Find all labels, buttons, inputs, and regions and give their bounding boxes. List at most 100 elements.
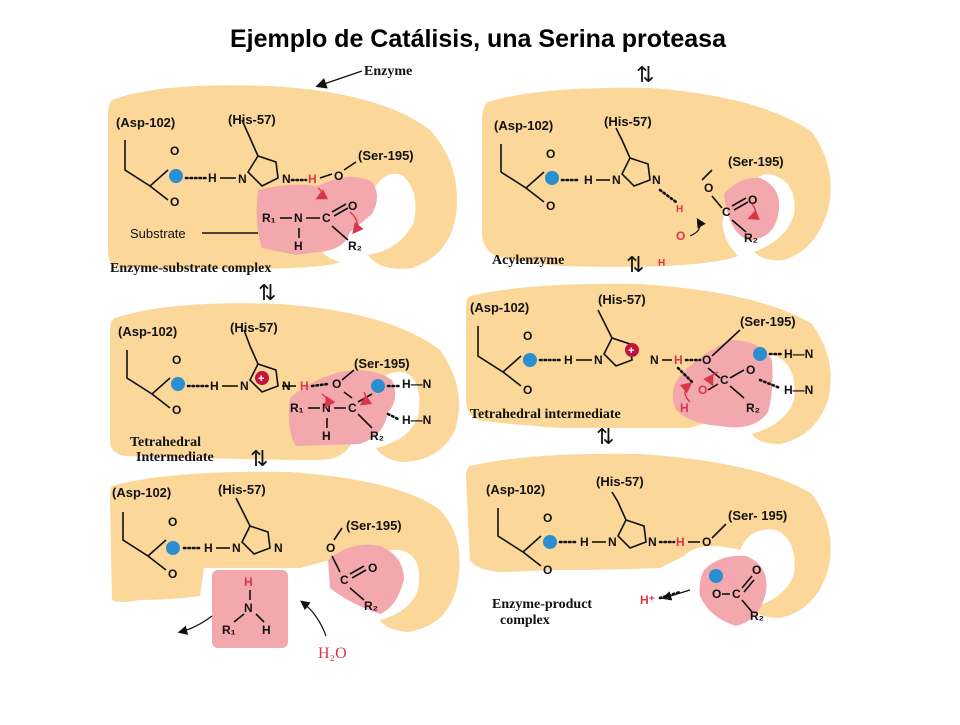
atom-o: O xyxy=(746,363,755,377)
atom-h: H xyxy=(308,172,317,186)
atom-n: N xyxy=(612,173,621,187)
atom-c: C xyxy=(722,205,731,219)
enzyme-label: Enzyme xyxy=(364,64,412,79)
atom-h: H xyxy=(564,353,573,367)
atom-c: C xyxy=(348,401,357,415)
negative-charge-icon xyxy=(709,569,723,583)
hn-group: H—N xyxy=(402,413,431,427)
atom-r1: R₁ xyxy=(290,401,304,415)
tetrahedral-label-1b: Intermediate xyxy=(136,450,214,465)
atom-n: N xyxy=(652,173,661,187)
ser-label: (Ser-195) xyxy=(354,356,410,371)
panel-tetrahedral-1: (Asp-102) (His-57) (Ser-195) O O H N + N… xyxy=(110,303,460,465)
atom-o: O xyxy=(172,403,181,417)
atom-h: H xyxy=(676,535,685,549)
atom-h: H xyxy=(658,258,665,269)
atom-o: O xyxy=(712,587,721,601)
ser-label: (Ser- 195) xyxy=(728,508,787,523)
negative-charge-icon xyxy=(166,541,180,555)
atom-h: H xyxy=(210,379,219,393)
equilibrium-arrow-icon: ⇅ xyxy=(258,280,276,305)
atom-h: H xyxy=(676,204,683,215)
panel-enzyme-substrate: (Asp-102) (His-57) (Ser-195) O O H N N H… xyxy=(108,64,457,276)
negative-charge-icon xyxy=(545,171,559,185)
atom-r1: R₁ xyxy=(262,211,276,225)
plus-sign: + xyxy=(628,345,634,357)
tetrahedral-label-2: Tetrahedral intermediate xyxy=(470,407,621,422)
atom-o: O xyxy=(168,515,177,529)
asp-label: (Asp-102) xyxy=(494,118,553,133)
atom-o: O xyxy=(170,195,179,209)
enzyme-product-label-a: Enzyme-product xyxy=(492,597,592,612)
enzyme-shape xyxy=(108,85,457,270)
asp-label: (Asp-102) xyxy=(486,482,545,497)
asp-label: (Asp-102) xyxy=(112,485,171,500)
atom-n: N xyxy=(282,172,291,186)
equilibrium-arrow-icon: ⇅ xyxy=(250,446,268,471)
atom-r2: R₂ xyxy=(744,231,758,245)
atom-o: O xyxy=(168,567,177,581)
atom-n: N xyxy=(244,601,253,615)
enzyme-shape xyxy=(482,87,831,267)
atom-o: O xyxy=(704,181,713,195)
atom-o: O xyxy=(334,169,343,183)
equilibrium-arrow-icon: ⇅ xyxy=(636,62,654,87)
atom-o: O xyxy=(543,563,552,577)
hn-group: H—N xyxy=(402,377,431,391)
atom-h: H xyxy=(208,171,217,185)
page-title: Ejemplo de Catálisis, una Serina proteas… xyxy=(230,25,727,53)
atom-o: O xyxy=(332,377,341,391)
panel-acylenzyme: ⇅ (Asp-102) (His-57) (Ser-195) O O H N N… xyxy=(482,62,831,277)
enzyme-shape xyxy=(466,283,831,444)
ser-label: (Ser-195) xyxy=(358,148,414,163)
negative-charge-icon xyxy=(169,169,183,183)
his-label: (His-57) xyxy=(604,114,652,129)
atom-h: H xyxy=(680,401,689,415)
atom-h: H xyxy=(204,541,213,555)
atom-n: N xyxy=(608,535,617,549)
atom-o: O xyxy=(348,199,357,213)
atom-o: O xyxy=(748,193,757,207)
atom-r2: R₂ xyxy=(348,239,362,253)
asp-label: (Asp-102) xyxy=(118,324,177,339)
atom-o: O xyxy=(546,199,555,213)
atom-h: H xyxy=(244,575,253,589)
atom-h: H xyxy=(580,535,589,549)
panel-tetrahedral-2: (Asp-102) (His-57) (Ser-195) O O H N + N… xyxy=(466,283,831,449)
atom-o: O xyxy=(170,144,179,158)
atom-o: O xyxy=(368,561,377,575)
tetrahedral-label-1a: Tetrahedral xyxy=(130,435,201,450)
asp-label: (Asp-102) xyxy=(470,300,529,315)
his-label: (His-57) xyxy=(596,474,644,489)
atom-h: H xyxy=(300,379,309,393)
panel-amine-release: (Asp-102) (His-57) (Ser-195) O O H N N O… xyxy=(110,471,460,662)
his-label: (His-57) xyxy=(228,112,276,127)
atom-h: H xyxy=(322,429,331,443)
atom-n: N xyxy=(232,541,241,555)
atom-o: O xyxy=(326,541,335,555)
atom-n: N xyxy=(274,541,283,555)
atom-n: N xyxy=(238,172,247,186)
atom-o: O xyxy=(523,329,532,343)
atom-c: C xyxy=(720,373,729,387)
atom-o: O xyxy=(676,229,685,243)
negative-charge-icon xyxy=(523,353,537,367)
enzyme-product-label-b: complex xyxy=(500,613,550,628)
atom-n: N xyxy=(648,535,657,549)
hn-group: H—N xyxy=(784,383,813,397)
substrate-shape xyxy=(256,176,377,255)
ser-label: (Ser-195) xyxy=(728,154,784,169)
atom-o: O xyxy=(543,511,552,525)
atom-r2: R₂ xyxy=(370,429,384,443)
acylenzyme-label: Acylenzyme xyxy=(492,253,564,268)
water-label: H₂O xyxy=(318,645,347,662)
atom-o: O xyxy=(702,535,711,549)
atom-o: O xyxy=(702,353,711,367)
atom-c: C xyxy=(322,211,331,225)
his-label: (His-57) xyxy=(218,482,266,497)
plus-sign: + xyxy=(258,373,264,385)
atom-o: O xyxy=(172,353,181,367)
substrate-label: Substrate xyxy=(130,226,186,241)
enzyme-shape xyxy=(466,453,831,618)
